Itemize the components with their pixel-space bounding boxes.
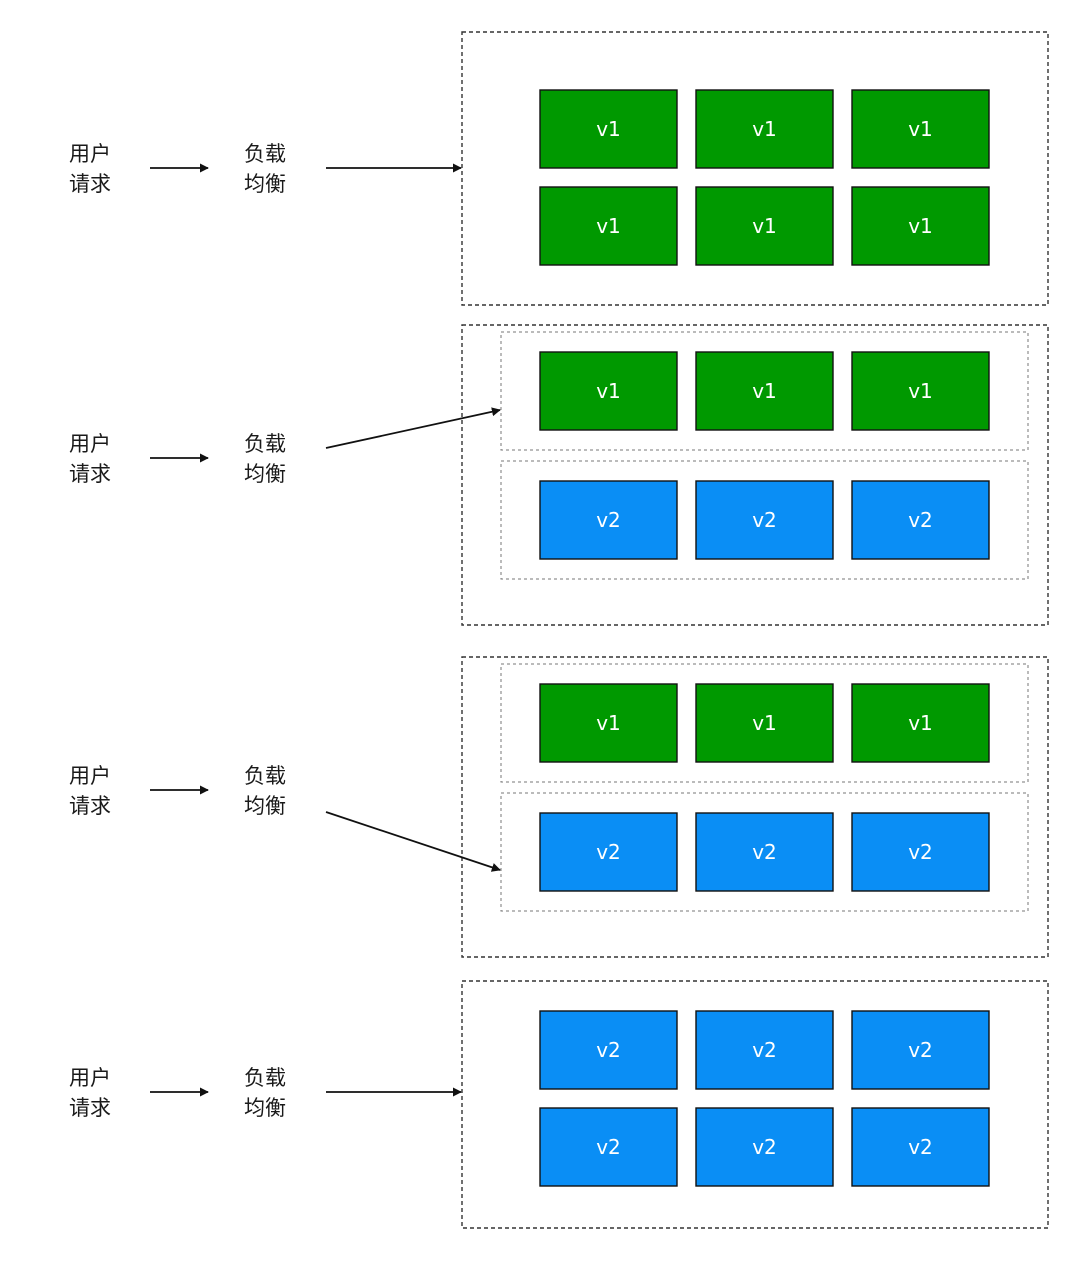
server-v1-label: v1 <box>908 214 933 238</box>
v2-group <box>500 460 1029 580</box>
server-v2 <box>539 1107 678 1187</box>
v2-group <box>500 792 1029 912</box>
server-v1 <box>695 683 834 763</box>
server-v1 <box>539 186 678 266</box>
load-balancer-label: 负载均衡 <box>244 764 286 818</box>
server-v2 <box>539 812 678 892</box>
server-v2 <box>851 480 990 560</box>
user-request-label-line: 请求 <box>69 1096 111 1120</box>
user-request-label-line: 用户 <box>69 432 111 456</box>
server-v2-label: v2 <box>752 1038 777 1062</box>
routing-arrow <box>325 407 501 449</box>
stage-2: 用户请求 负载均衡 v1 v1 v1 v2 v2 v2 <box>69 324 1049 626</box>
server-v2 <box>695 480 834 560</box>
server-v2 <box>539 480 678 560</box>
server-v2-label: v2 <box>908 508 933 532</box>
server-v1-label: v1 <box>596 711 621 735</box>
server-v2-label: v2 <box>908 1135 933 1159</box>
server-v2-label: v2 <box>752 1135 777 1159</box>
stage-1: 用户请求 负载均衡 v1 v1 v1 v1 v1 v1 <box>69 31 1049 306</box>
user-request-label-line: 请求 <box>69 794 111 818</box>
user-request-label-line: 用户 <box>69 1066 111 1090</box>
server-v2-label: v2 <box>596 1038 621 1062</box>
server-v2 <box>851 1010 990 1090</box>
server-v1-label: v1 <box>752 117 777 141</box>
server-v2 <box>695 812 834 892</box>
load-balancer-label-line: 负载 <box>244 142 286 166</box>
v1-group <box>500 331 1029 451</box>
load-balancer-label-line: 负载 <box>244 764 286 788</box>
server-v1 <box>695 351 834 431</box>
server-v2-label: v2 <box>752 508 777 532</box>
server-v1-label: v1 <box>596 117 621 141</box>
load-balancer-label: 负载均衡 <box>244 432 286 486</box>
server-v1-label: v1 <box>908 117 933 141</box>
server-v2 <box>851 1107 990 1187</box>
server-v2-label: v2 <box>752 840 777 864</box>
server-v1-label: v1 <box>752 379 777 403</box>
user-request-label: 用户请求 <box>69 432 111 486</box>
cluster-container <box>461 324 1049 626</box>
server-v2 <box>695 1107 834 1187</box>
server-v2-label: v2 <box>596 1135 621 1159</box>
load-balancer-label: 负载均衡 <box>244 1066 286 1120</box>
server-v2 <box>851 812 990 892</box>
server-v1-label: v1 <box>752 711 777 735</box>
server-v1-label: v1 <box>752 214 777 238</box>
server-v1 <box>851 351 990 431</box>
server-v2-label: v2 <box>596 840 621 864</box>
server-v2-label: v2 <box>596 508 621 532</box>
load-balancer-label-line: 负载 <box>244 432 286 456</box>
server-v2-label: v2 <box>908 840 933 864</box>
server-v1-label: v1 <box>908 711 933 735</box>
user-request-label: 用户请求 <box>69 1066 111 1120</box>
user-request-label-line: 请求 <box>69 462 111 486</box>
server-v1 <box>851 683 990 763</box>
user-request-label-line: 用户 <box>69 764 111 788</box>
load-balancer-label-line: 均衡 <box>244 172 286 196</box>
cluster-container <box>461 980 1049 1229</box>
user-request-label: 用户请求 <box>69 764 111 818</box>
server-v1 <box>539 351 678 431</box>
server-v1-label: v1 <box>596 379 621 403</box>
load-balancer-label-line: 均衡 <box>244 1096 286 1120</box>
server-v1 <box>695 89 834 169</box>
server-v1 <box>851 89 990 169</box>
server-v2 <box>539 1010 678 1090</box>
cluster-container <box>461 656 1049 958</box>
load-balancer-label-line: 负载 <box>244 1066 286 1090</box>
server-v2-label: v2 <box>908 1038 933 1062</box>
v1-group <box>500 663 1029 783</box>
user-request-label-line: 用户 <box>69 142 111 166</box>
server-v1 <box>539 683 678 763</box>
server-v2 <box>695 1010 834 1090</box>
user-request-label-line: 请求 <box>69 172 111 196</box>
load-balancer-label-line: 均衡 <box>244 462 286 486</box>
stage-4: 用户请求 负载均衡 v2 v2 v2 v2 v2 v2 <box>69 980 1049 1229</box>
server-v1-label: v1 <box>596 214 621 238</box>
cluster-container <box>461 31 1049 306</box>
load-balancer-label: 负载均衡 <box>244 142 286 196</box>
routing-arrow <box>325 811 501 872</box>
stage-3: 用户请求 负载均衡 v1 v1 v1 v2 v2 v2 <box>69 656 1049 958</box>
server-v1 <box>851 186 990 266</box>
server-v1 <box>539 89 678 169</box>
server-v1 <box>695 186 834 266</box>
load-balancer-label-line: 均衡 <box>244 794 286 818</box>
server-v1-label: v1 <box>908 379 933 403</box>
user-request-label: 用户请求 <box>69 142 111 196</box>
